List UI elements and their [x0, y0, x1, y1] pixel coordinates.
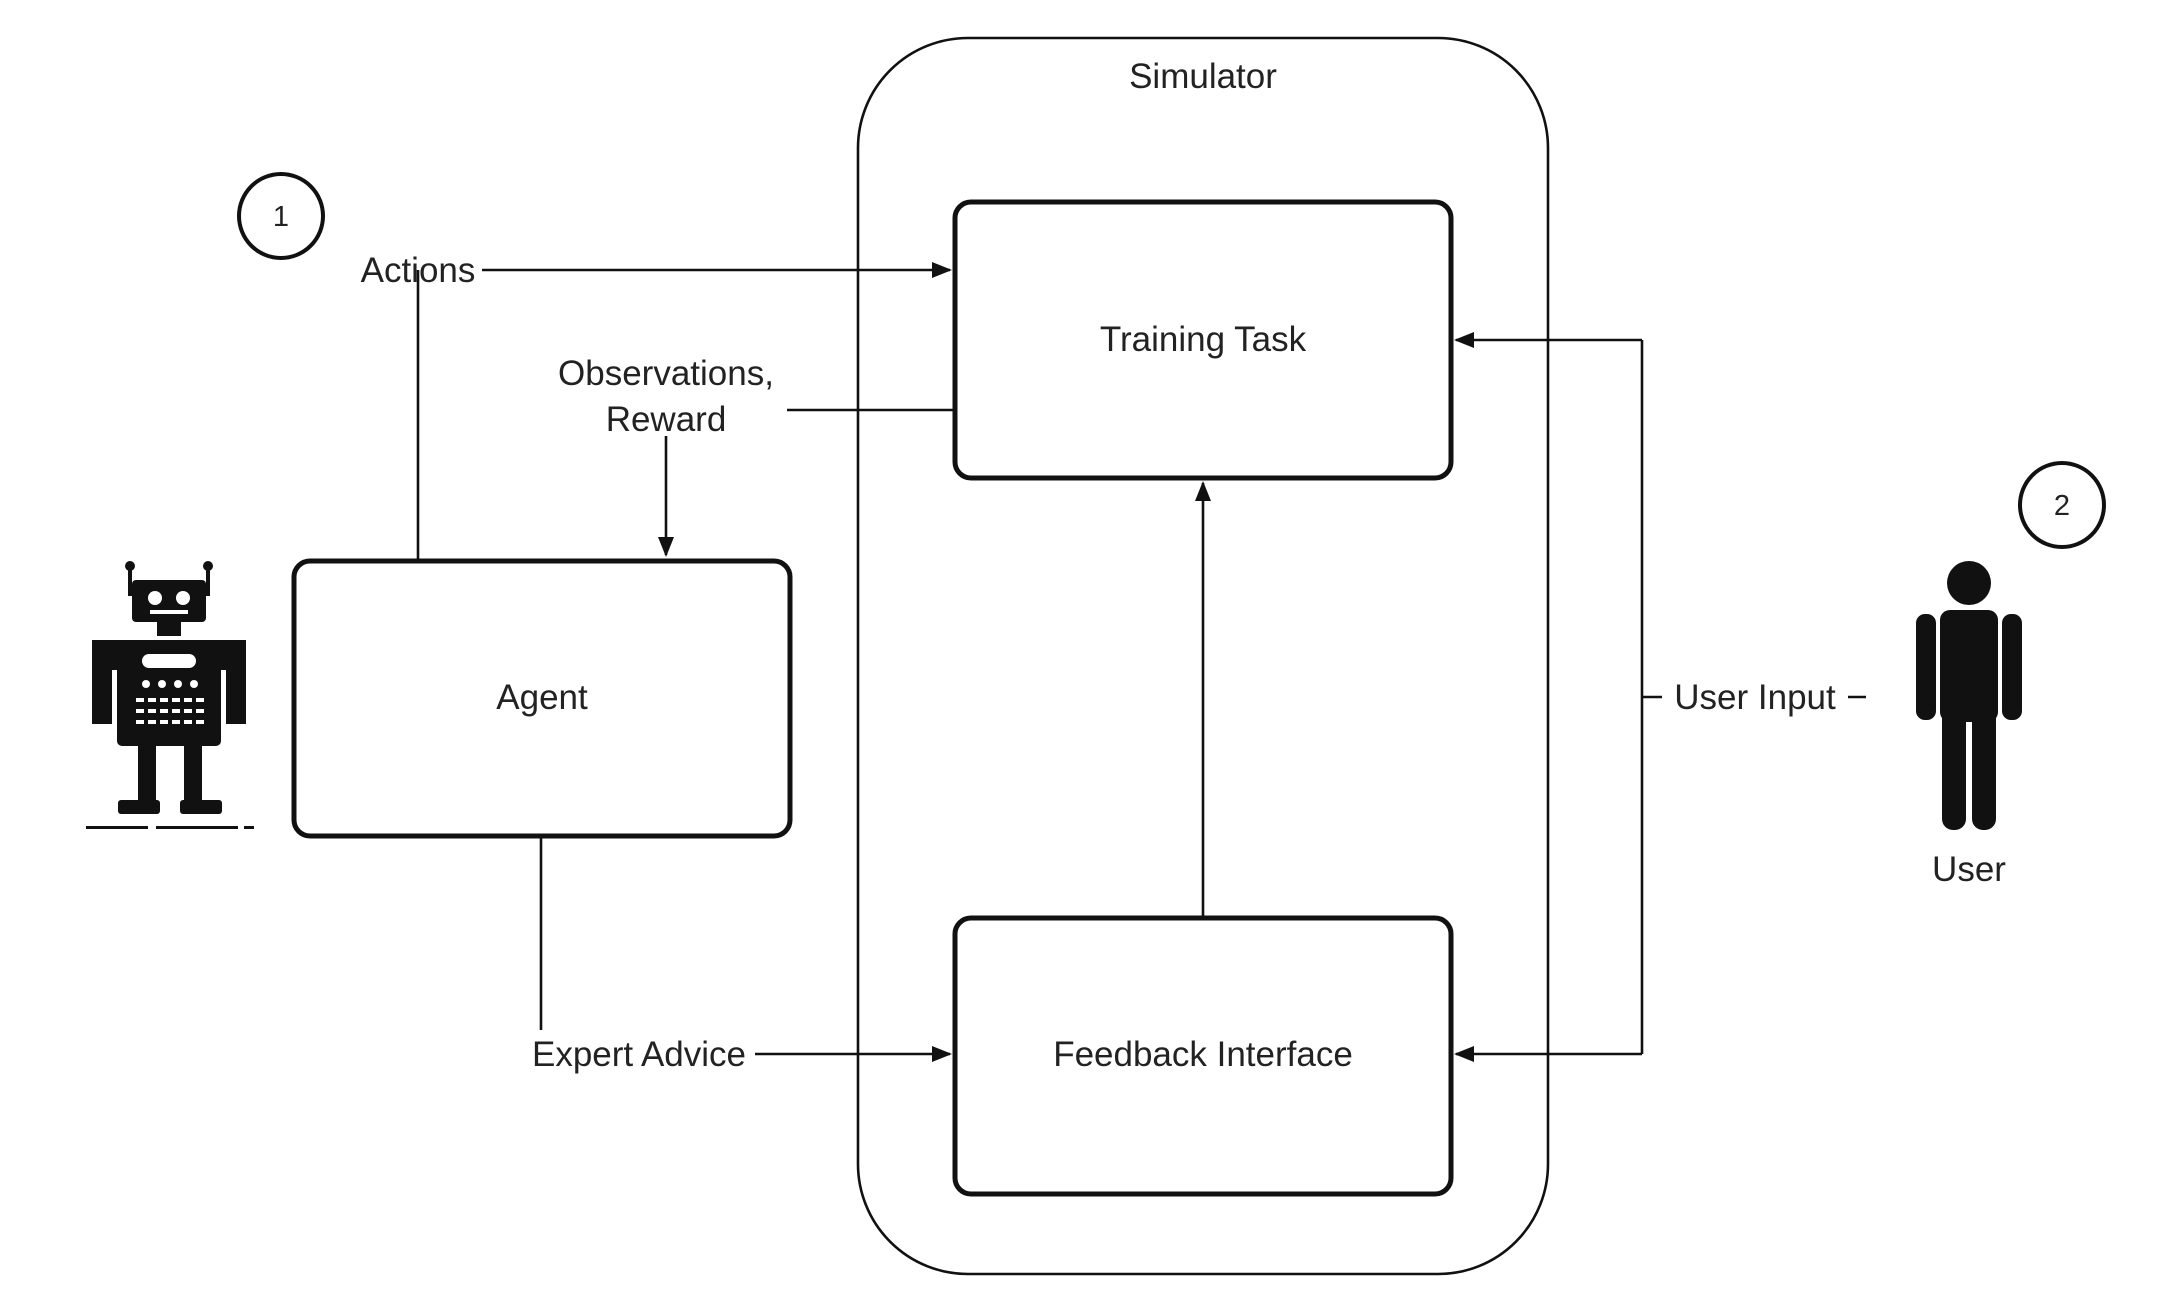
feedback-interface-node: Feedback Interface: [952, 915, 1454, 1197]
training-task-label: Training Task: [1100, 320, 1307, 359]
feedback-interface-label: Feedback Interface: [1053, 1035, 1353, 1074]
training-task-node: Training Task: [952, 199, 1454, 481]
user-input-label: User Input: [1674, 678, 1836, 717]
step-marker-1: 1: [237, 172, 325, 260]
step-marker-2-label: 2: [2054, 490, 2070, 522]
agent-label: Agent: [496, 678, 588, 717]
edge-actions: Actions: [361, 251, 952, 561]
simulator-label: Simulator: [1129, 57, 1277, 96]
person-icon: [1916, 561, 2022, 830]
edge-user-input: User Input: [1454, 332, 1866, 1062]
robot-icon: [86, 561, 254, 829]
actions-label: Actions: [361, 251, 476, 290]
agent-node: Agent: [291, 558, 793, 839]
expert-advice-label: Expert Advice: [532, 1035, 746, 1074]
step-marker-1-label: 1: [273, 201, 289, 233]
user-label: User: [1932, 850, 2006, 889]
edge-expert-advice: Expert Advice: [532, 836, 952, 1074]
step-marker-2: 2: [2018, 461, 2106, 549]
observations-label-line1: Observations,: [558, 354, 774, 393]
edge-observations-reward: Observations, Reward: [558, 354, 955, 557]
observations-label-line2: Reward: [606, 400, 727, 439]
